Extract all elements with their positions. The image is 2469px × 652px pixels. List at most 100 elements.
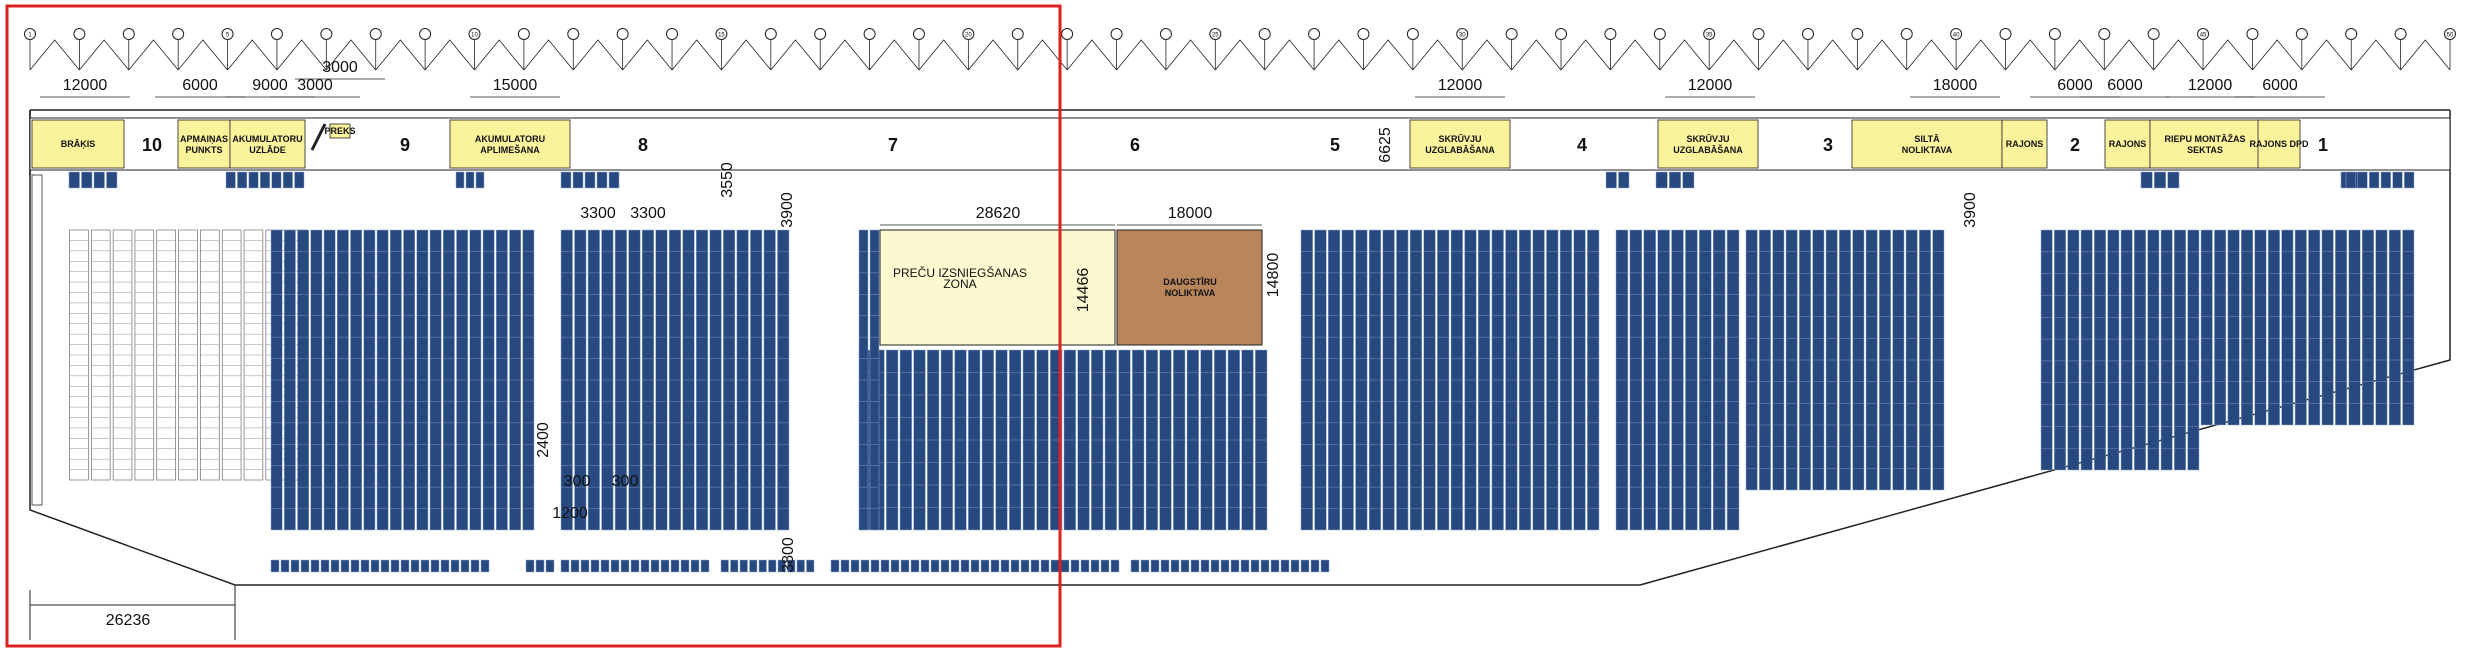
grid-circle: [419, 28, 432, 40]
grid-circle: [1604, 28, 1617, 40]
roof-truss: [523, 39, 574, 71]
roof-truss: [2054, 39, 2105, 71]
grid-circle: [1801, 28, 1814, 40]
rack-top: [294, 171, 305, 189]
rack-bottom: [1040, 559, 1050, 573]
zone-label: RAJONS: [2006, 139, 2044, 149]
rack-top: [93, 171, 105, 189]
bay-number: 1: [2318, 135, 2328, 155]
rack-bottom: [796, 559, 805, 573]
grid-number: 5: [226, 33, 230, 39]
rack-bay-1: [2281, 229, 2294, 426]
rack-bay-1: [2227, 229, 2240, 426]
rack-top: [455, 171, 465, 189]
rack-bay-1: [2335, 229, 2348, 426]
rack-bottom: [758, 559, 767, 573]
rack-bottom: [1010, 559, 1020, 573]
rack-bay-2: [2107, 229, 2120, 471]
rack-bottom: [270, 559, 280, 573]
roof-truss: [770, 39, 821, 71]
rack-bottom: [920, 559, 930, 573]
roof-truss: [671, 39, 722, 71]
grid-circle: [2246, 28, 2259, 40]
grid-circle: [1456, 28, 1469, 40]
zone-box: [1851, 119, 2003, 169]
grid-number: 50: [2447, 33, 2454, 39]
rack-bottom: [1310, 559, 1320, 573]
rack-bay-1: [2348, 229, 2361, 426]
inner-dimension: 1200: [552, 505, 588, 522]
roof-truss: [1659, 39, 1710, 71]
zone-box: [2149, 119, 2261, 169]
rack-top: [2345, 171, 2356, 189]
rack-bottom: [768, 559, 777, 573]
roof-truss: [128, 39, 179, 71]
grid-circle: [1851, 28, 1864, 40]
grid-circle: [764, 28, 777, 40]
rack-bottom: [330, 559, 340, 573]
wall-shelf: [31, 174, 43, 506]
rack-bay-2: [2094, 229, 2106, 471]
rack-bottom: [310, 559, 320, 573]
rack-bottom: [1270, 559, 1280, 573]
inner-dimension: 3550: [719, 162, 736, 198]
bay-number: 7: [888, 135, 898, 155]
roof-truss: [721, 39, 772, 71]
rack-bottom: [340, 559, 350, 573]
roof-truss: [968, 39, 1019, 71]
rack-bottom: [1280, 559, 1290, 573]
rack-bay-1: [2200, 229, 2213, 426]
rack-bottom: [1090, 559, 1100, 573]
roof-truss: [2350, 39, 2401, 71]
grid-circle: [616, 28, 629, 40]
bay-number: 6: [1130, 135, 1140, 155]
inner-dimension: 300: [612, 473, 639, 490]
inner-dimension: 3800: [780, 537, 797, 573]
rack-bottom: [990, 559, 1000, 573]
roof-truss: [1066, 39, 1117, 71]
rack-bottom: [440, 559, 450, 573]
inner-dimension: 2400: [535, 422, 552, 458]
rack-bottom: [610, 559, 620, 573]
inner-dimension: 3900: [1962, 192, 1979, 228]
charger-mark: [310, 123, 327, 151]
grid-circle: [320, 28, 333, 40]
rack-top: [260, 171, 270, 189]
grid-circle: [1209, 28, 1222, 40]
grid-circle: [1703, 28, 1716, 40]
rack-bottom: [1140, 559, 1150, 573]
zone-box: [1409, 119, 1511, 169]
roof-truss: [572, 39, 623, 71]
dimension-label: 12000: [2188, 77, 2233, 94]
rack-bottom: [1060, 559, 1070, 573]
grid-circle: [962, 28, 975, 40]
dimension-label: 9000: [252, 77, 288, 94]
rack-bottom: [420, 559, 430, 573]
grid-circle: [2345, 28, 2358, 40]
dimension-label: 6000: [2057, 77, 2093, 94]
rack-top: [1669, 171, 1681, 189]
grid-circle: [1900, 28, 1913, 40]
rack-top: [2404, 171, 2415, 189]
bay-number: 4: [1577, 135, 1587, 155]
rack-top: [2380, 171, 2391, 189]
rack-bottom: [640, 559, 650, 573]
dimension-label: 12000: [1688, 77, 1733, 94]
inner-dimension: 26236: [106, 612, 151, 629]
bay-number: 3: [1823, 135, 1833, 155]
rack-top: [596, 171, 608, 189]
roof-truss: [1511, 39, 1562, 71]
rack-bottom: [590, 559, 600, 573]
roof-truss: [2400, 39, 2451, 71]
roof-truss: [424, 39, 475, 71]
rack-bottom: [470, 559, 480, 573]
dimension-label: 12000: [1438, 77, 1483, 94]
rack-bay-1: [2254, 229, 2267, 426]
grid-circle: [1308, 28, 1321, 40]
roof-truss: [2153, 39, 2204, 71]
rack-blocks: [31, 171, 2415, 573]
rack-bottom: [1110, 559, 1120, 573]
rack-bottom: [1150, 559, 1160, 573]
rack-bottom: [280, 559, 290, 573]
